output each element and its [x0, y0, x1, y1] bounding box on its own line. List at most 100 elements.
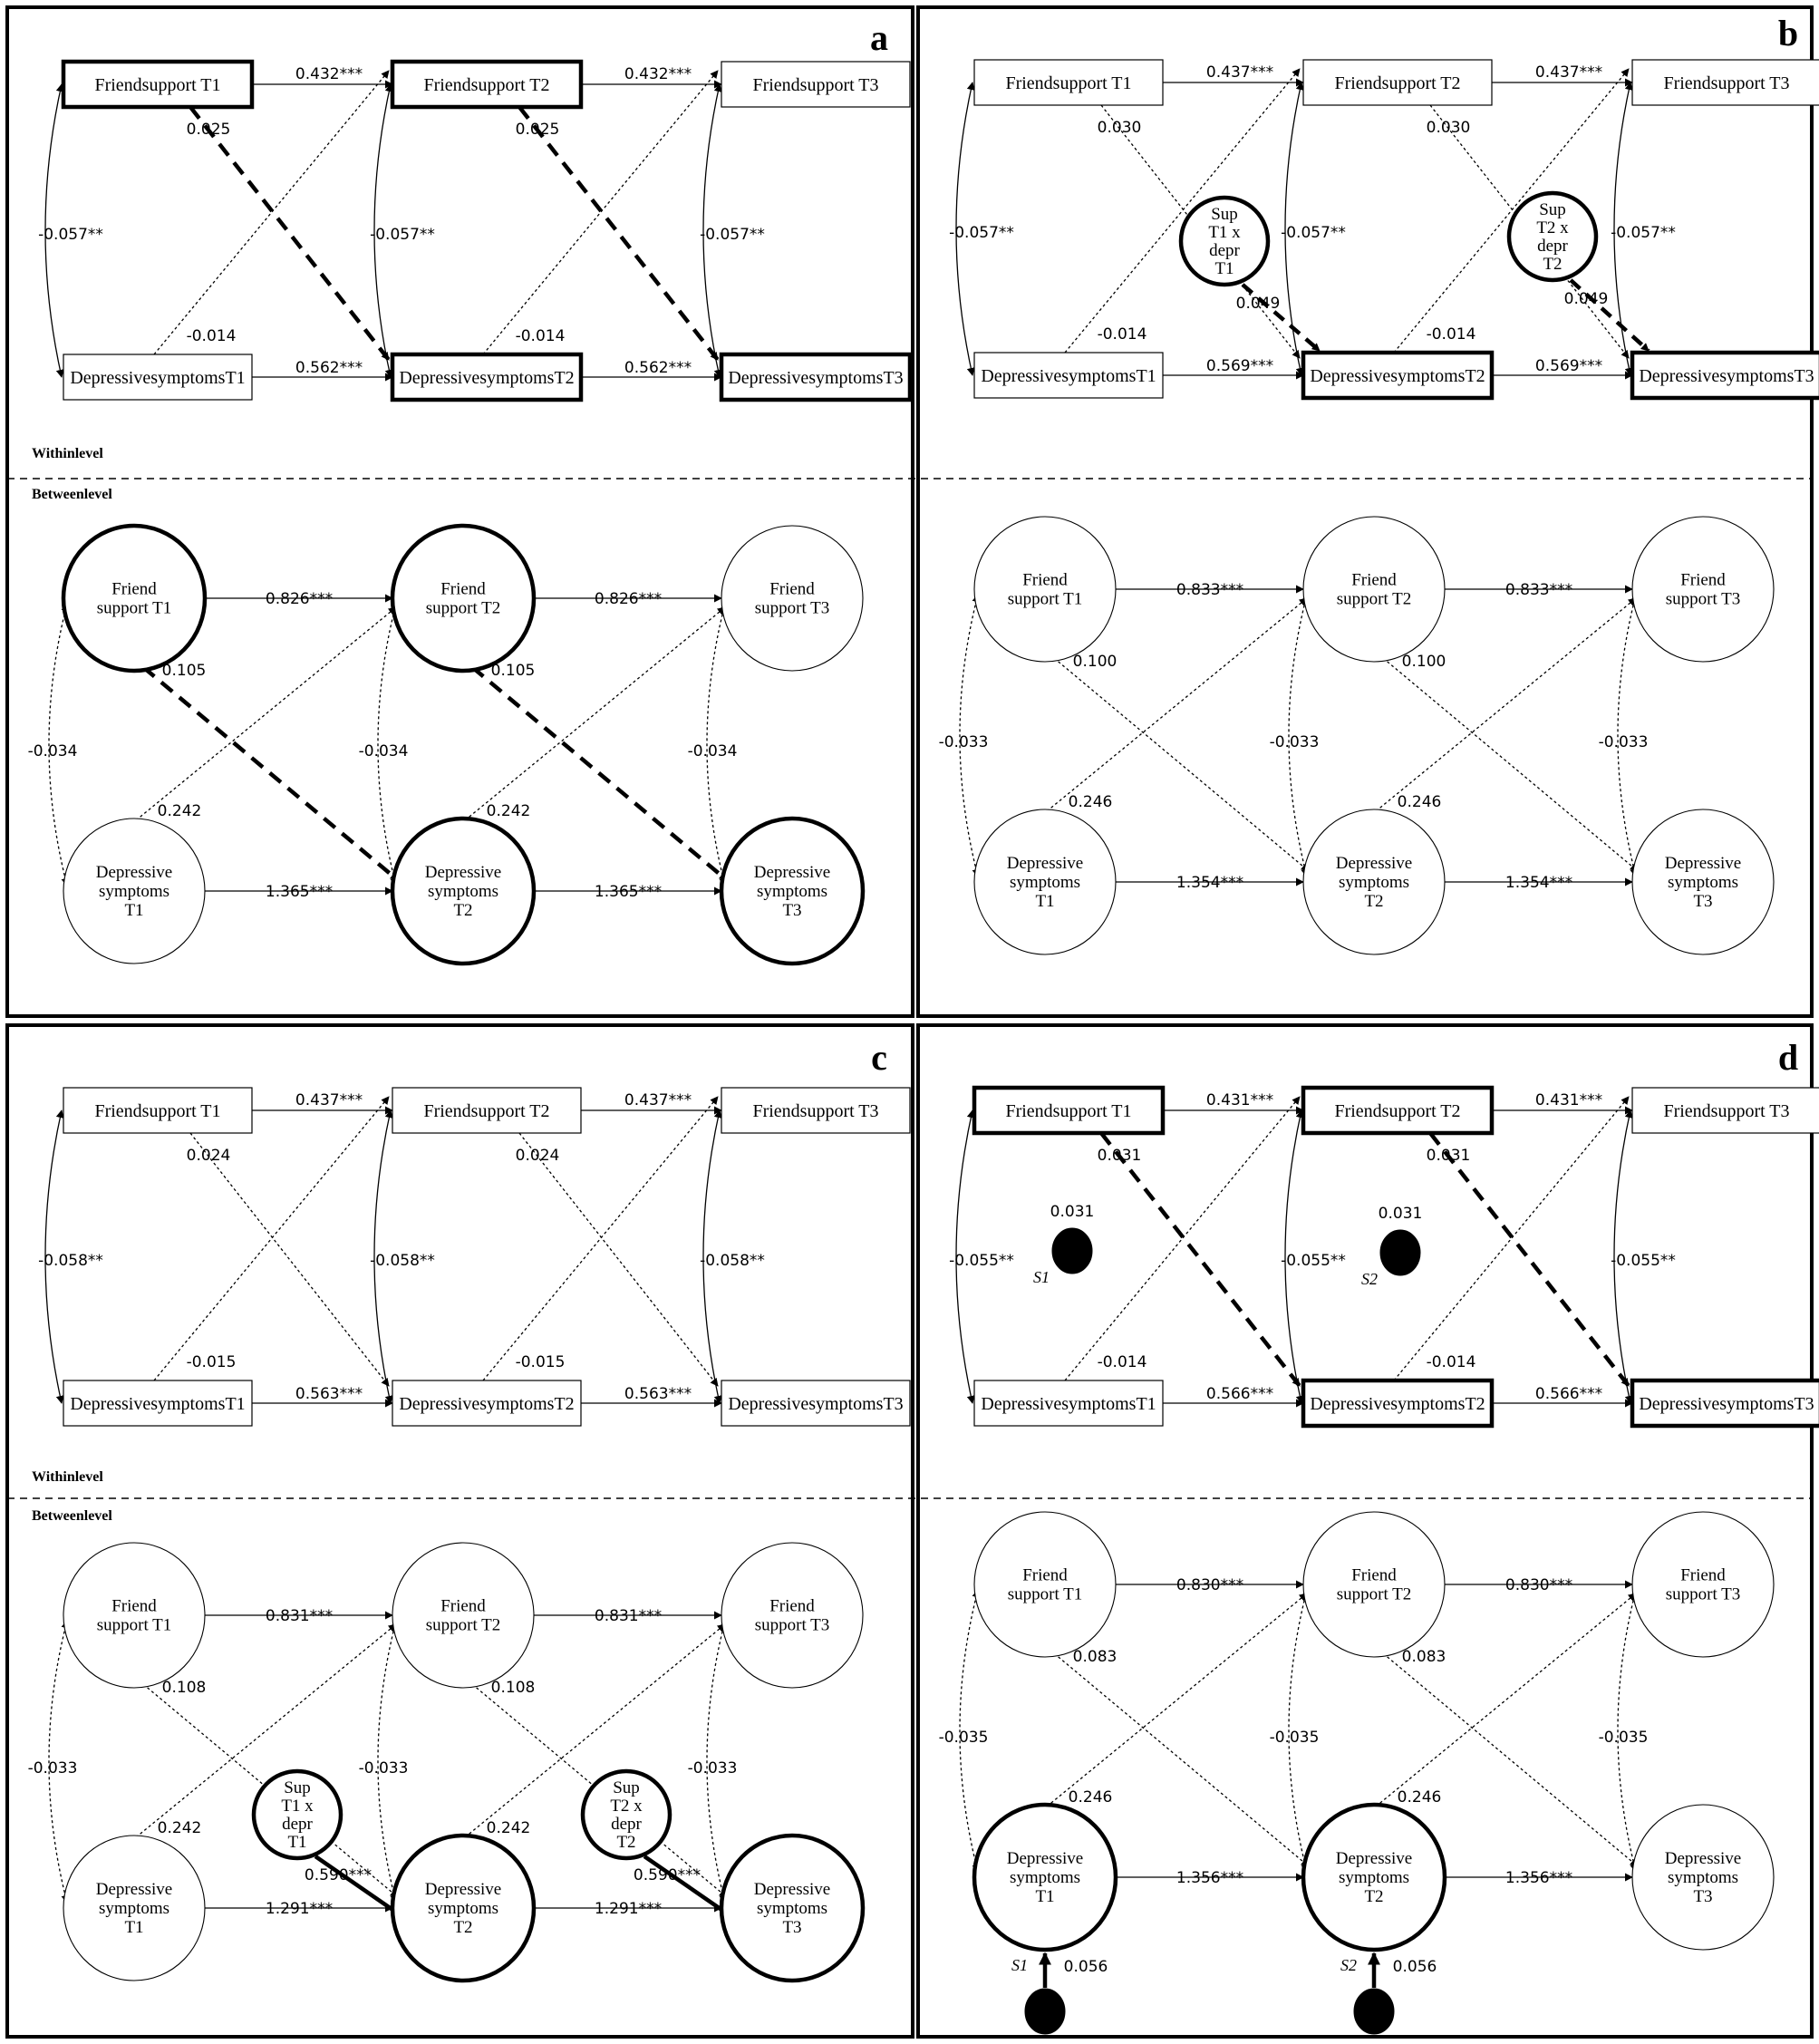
- covariance-path: [1284, 82, 1304, 376]
- friend-support-box: [390, 59, 584, 110]
- covariance-path: [373, 83, 393, 378]
- coef-label: 0.105: [162, 662, 207, 680]
- cross-lagged-path: [1099, 1131, 1301, 1388]
- coef-label: -0.033: [1599, 733, 1649, 751]
- circle-label-line: support T1: [1008, 1585, 1083, 1604]
- interaction-term-label-line: T2 x: [1536, 218, 1569, 237]
- cross-lagged-path: [189, 1132, 390, 1387]
- circle-label-line: support T1: [97, 599, 172, 618]
- coef-label: 0.083: [1402, 1648, 1446, 1666]
- box-label: Friendsupport T2: [1334, 73, 1460, 93]
- cross-lagged-path: [518, 1132, 719, 1387]
- coef-label: 0.049: [1564, 290, 1609, 308]
- covariance-path: [48, 603, 70, 886]
- coef-label: 0.049: [1236, 295, 1281, 313]
- coef-label: 0.563***: [295, 1385, 363, 1403]
- depressive-symptoms-circle: [972, 1802, 1118, 1952]
- random-slope-dot: [1051, 1227, 1093, 1274]
- coef-label: -0.014: [516, 327, 566, 345]
- coef-label: -0.035: [1599, 1729, 1649, 1747]
- box-label: Friendsupport T3: [752, 1101, 878, 1121]
- circle-label-line: T3: [1693, 892, 1712, 911]
- coef-label: 0.566***: [1535, 1385, 1602, 1403]
- circle-label-line: Friend: [1022, 571, 1068, 590]
- depressive-symptoms-circle: [1631, 809, 1775, 955]
- random-slope-label: S2: [1340, 1956, 1357, 1974]
- random-slope-dot: [1353, 1988, 1395, 2035]
- interaction-term-label-line: Sup: [1539, 200, 1566, 219]
- depressive-symptoms-box: [1301, 350, 1495, 401]
- coef-label: 1.356***: [1176, 1869, 1243, 1887]
- interaction-term-label-line: T2 x: [610, 1797, 643, 1816]
- depressive-symptoms-circle: [63, 1835, 206, 1981]
- box-label: DepressivesymptomsT2: [1310, 1394, 1485, 1414]
- friend-support-circle: [1631, 516, 1775, 663]
- coef-label: -0.035: [939, 1729, 989, 1747]
- circle-label-line: Depressive: [1007, 1849, 1083, 1868]
- coef-label: 0.031: [1379, 1205, 1423, 1223]
- panel-letter: d: [1778, 1037, 1798, 1078]
- depressive-symptoms-box: [63, 354, 253, 401]
- coef-label: 0.024: [516, 1147, 560, 1165]
- coef-label: -0.033: [359, 1759, 409, 1778]
- covariance-path: [706, 1620, 728, 1904]
- cross-lagged-path: [482, 1096, 719, 1381]
- coef-label: -0.014: [1427, 325, 1476, 344]
- coef-label: 0.566***: [1206, 1385, 1273, 1403]
- box-label: Friendsupport T1: [94, 1101, 220, 1121]
- coef-label: 0.242: [158, 802, 202, 820]
- friend-support-box: [1302, 59, 1493, 106]
- friend-support-box: [721, 61, 911, 108]
- cross-lagged-path: [471, 1683, 728, 1898]
- cross-lagged-path: [1064, 68, 1301, 354]
- circle-label-line: symptoms: [757, 1899, 827, 1918]
- circle-label-line: Friend: [1351, 1566, 1397, 1585]
- box-label: DepressivesymptomsT3: [728, 368, 903, 388]
- coef-label: 0.437***: [624, 1091, 692, 1109]
- coef-label: 0.056: [1064, 1958, 1108, 1976]
- random-slope-label: S2: [1361, 1270, 1378, 1288]
- circle-label-line: support T2: [426, 599, 501, 618]
- panel-frame: [916, 1023, 1814, 2039]
- friend-support-box: [61, 59, 255, 110]
- coef-label: -0.058**: [700, 1252, 765, 1270]
- cross-lagged-path: [1100, 104, 1301, 359]
- circle-label-line: T1: [124, 1918, 143, 1937]
- circle-label-line: support T3: [1666, 590, 1741, 609]
- friend-support-box: [1631, 1087, 1819, 1134]
- covariance-path: [955, 82, 975, 376]
- coef-label: 0.833***: [1176, 581, 1243, 599]
- box-label: DepressivesymptomsT3: [1639, 1394, 1814, 1414]
- circle-label-line: T2: [1364, 892, 1383, 911]
- coef-label: 0.108: [491, 1679, 536, 1697]
- panel-frame: [5, 5, 914, 1018]
- circle-label-line: symptoms: [99, 882, 169, 901]
- interaction-term-label-line: Sup: [1211, 205, 1238, 224]
- circle-label-line: Friend: [111, 580, 157, 599]
- coef-label: -0.014: [1098, 1353, 1147, 1371]
- coef-label: 0.083: [1073, 1648, 1118, 1666]
- depressive-symptoms-box: [973, 352, 1164, 399]
- coef-label: 0.031: [1427, 1147, 1471, 1165]
- interaction-term-label-line: T2: [616, 1833, 635, 1852]
- coef-label: -0.033: [1270, 733, 1320, 751]
- coef-label: 0.108: [162, 1679, 207, 1697]
- coef-label: -0.057**: [1611, 224, 1676, 242]
- within-level-label: Withinlevel: [32, 1469, 103, 1485]
- circle-label-line: Depressive: [1665, 854, 1741, 873]
- covariance-path: [959, 594, 981, 877]
- coef-label: -0.055**: [1611, 1252, 1676, 1270]
- covariance-path: [48, 1620, 70, 1904]
- coef-label: 1.354***: [1176, 874, 1243, 892]
- box-label: DepressivesymptomsT3: [1639, 366, 1814, 386]
- depressive-symptoms-circle: [1631, 1804, 1775, 1951]
- circle-label-line: symptoms: [1339, 873, 1409, 892]
- coef-label: 0.830***: [1505, 1576, 1572, 1594]
- cross-lagged-path: [135, 606, 397, 821]
- interaction-term-label-line: T2: [1543, 255, 1562, 274]
- coef-label: 0.246: [1069, 793, 1113, 811]
- panel-frame: [5, 1023, 914, 2039]
